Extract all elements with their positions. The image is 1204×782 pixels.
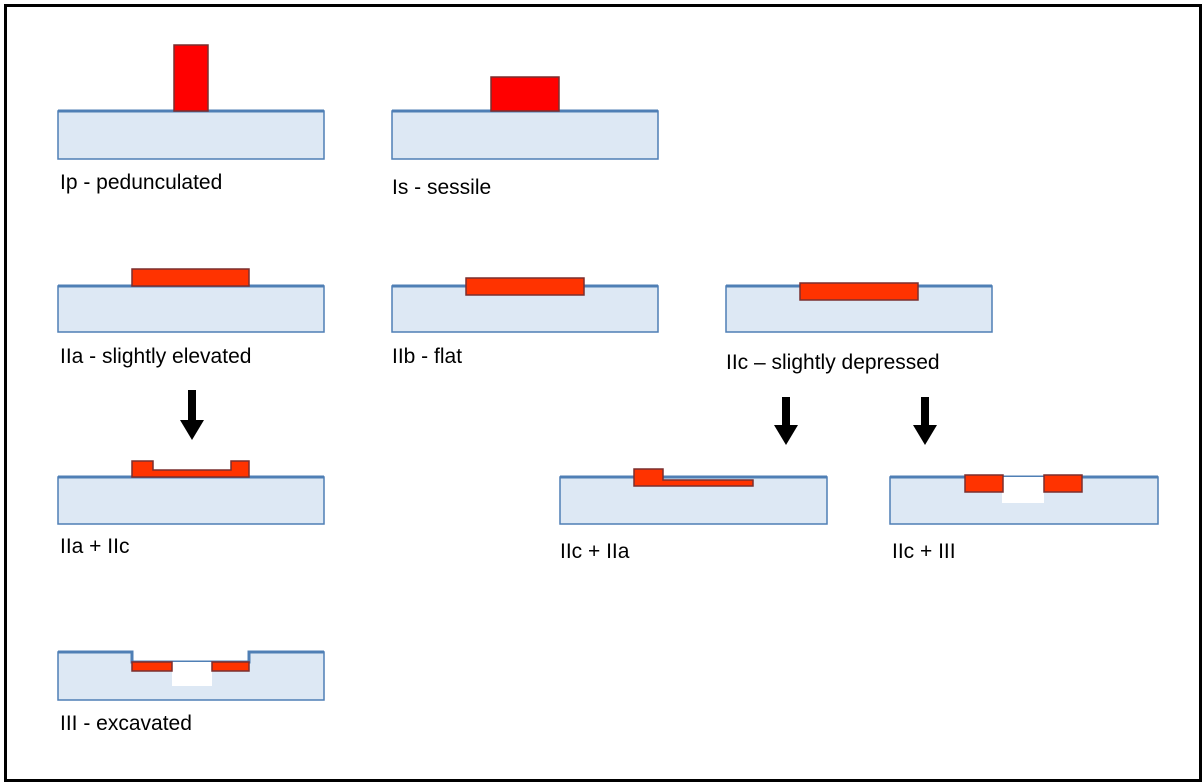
iia-lesion [131, 268, 250, 287]
down-arrow-icon [913, 397, 937, 445]
iii-excavated-shape [57, 650, 325, 701]
iia-slightly-elevated-shape [57, 268, 325, 333]
label-iic: IIc – slightly depressed [726, 351, 940, 374]
iib-lesion [465, 277, 585, 296]
is-lesion [490, 76, 560, 112]
label-iic-iia: IIc + IIa [560, 540, 630, 563]
ip-lesion [173, 44, 209, 112]
iib-flat-shape [391, 277, 659, 333]
ip-tissue-block [57, 110, 325, 160]
iic-iii-shape [889, 474, 1159, 525]
iic-lesion [799, 282, 919, 301]
ip-pedunculated-shape [57, 44, 325, 160]
is-sessile-shape [391, 76, 659, 160]
iia-tissue-block [57, 285, 325, 333]
iic-iia-shape [559, 468, 828, 525]
iic-slightly-depressed-shape [725, 282, 993, 333]
label-iic-iii: IIc + III [892, 540, 956, 563]
iii-lesion-left [131, 661, 173, 672]
iic-iia-lesion [633, 468, 754, 487]
iia-iic-shape [57, 460, 325, 525]
iii-ulcer [172, 662, 212, 686]
label-ip: Ip - pedunculated [60, 171, 223, 194]
iic-iii-ulcer [1002, 477, 1044, 503]
label-iia-iic: IIa + IIc [60, 535, 130, 558]
figure-frame [4, 4, 1202, 782]
iia-iic-tissue-block [57, 476, 325, 525]
iia-iic-lesion [131, 460, 250, 478]
label-iii: III - excavated [60, 712, 192, 735]
iic-iii-lesion-right [1043, 474, 1083, 493]
iii-lesion-right [211, 661, 250, 672]
iic-iia-tissue-block [559, 476, 828, 525]
label-is: Is - sessile [392, 176, 492, 199]
label-iia: IIa - slightly elevated [60, 345, 252, 368]
down-arrow-icon [774, 397, 798, 445]
down-arrow-icon [180, 390, 204, 440]
is-tissue-block [391, 110, 659, 160]
iic-iii-lesion-left [964, 474, 1004, 493]
label-iib: IIb - flat [392, 345, 463, 368]
